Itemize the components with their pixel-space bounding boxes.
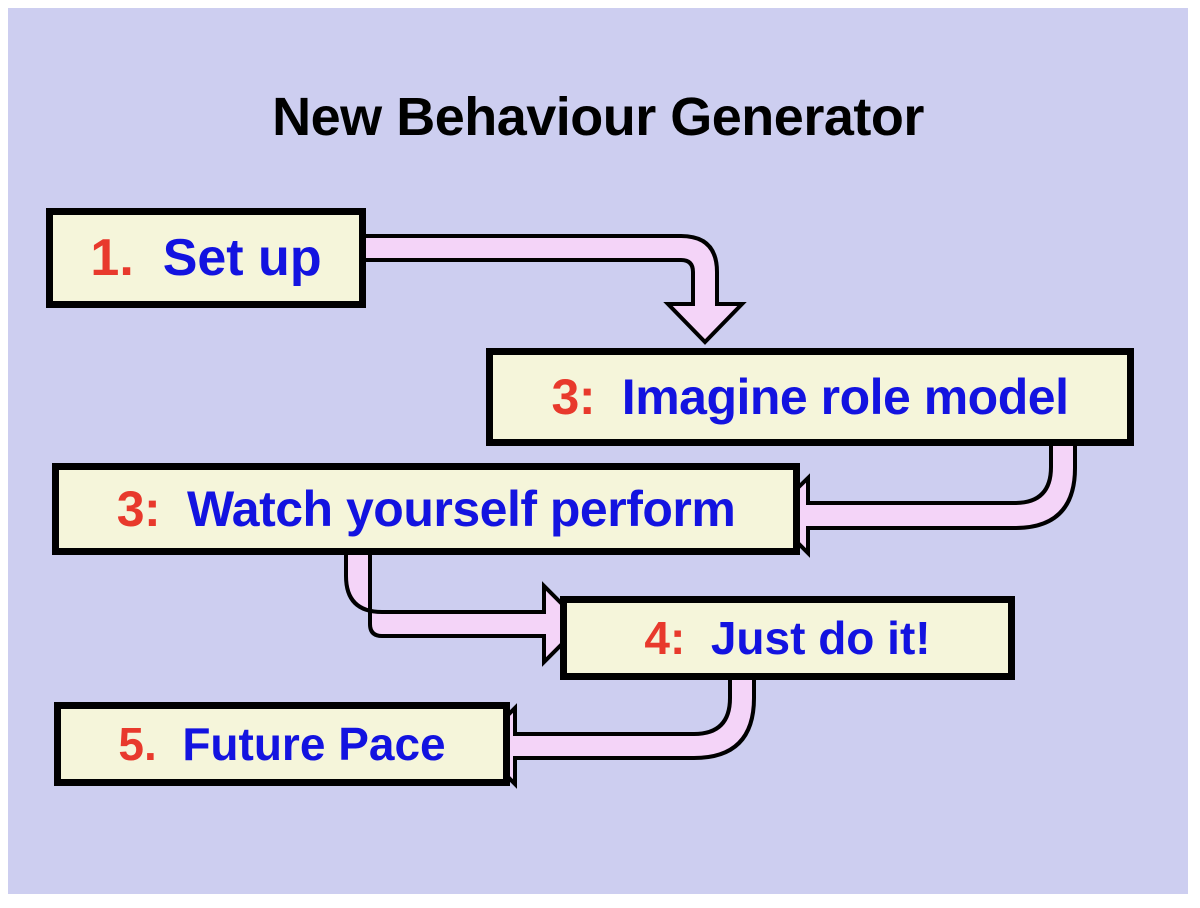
step-label-5: Future Pace [182,718,446,770]
step-box-3-text: 3: Watch yourself perform [59,484,793,534]
step-box-5[interactable]: 5. Future Pace [54,702,510,786]
connector-1-arrow [356,234,747,345]
step-box-2-text: 3: Imagine role model [493,372,1127,422]
step-label-1: Set up [162,229,322,287]
step-box-3[interactable]: 3: Watch yourself perform [52,463,800,555]
step-number-4: 4: [644,612,699,664]
page-title: New Behaviour Generator [272,87,924,147]
step-box-4-text: 4: Just do it! [567,615,1008,661]
step-number-5: 5. [118,718,170,770]
step-number-2: 3: [551,369,609,425]
connector-3-arrow [344,546,585,667]
step-label-3: Watch yourself perform [186,481,736,537]
step-box-5-text: 5. Future Pace [61,721,503,767]
step-box-2[interactable]: 3: Imagine role model [486,348,1134,446]
slide-canvas: New Behaviour Generator 1. Set up 3: Ima… [8,8,1188,894]
step-box-4[interactable]: 4: Just do it! [560,596,1015,680]
step-label-4: Just do it! [710,612,931,664]
step-number-3: 3: [116,481,174,537]
connector-4-arrow [474,670,756,789]
connector-2-arrow [767,436,1077,558]
step-box-1[interactable]: 1. Set up [46,208,366,308]
step-label-2: Imagine role model [621,369,1069,425]
step-number-1: 1. [90,229,149,287]
step-box-1-text: 1. Set up [53,232,359,284]
